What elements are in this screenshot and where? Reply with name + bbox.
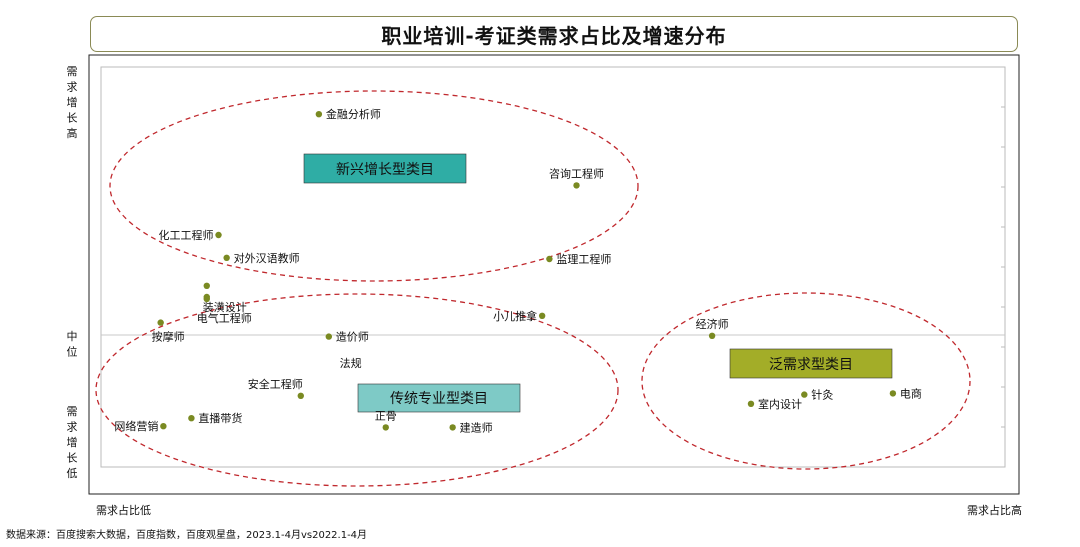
- data-point: [708, 332, 716, 339]
- point-label: 直播带货: [198, 411, 242, 425]
- data-point: [573, 182, 580, 189]
- data-point: [203, 295, 210, 303]
- group-ellipse-emerging: [109, 90, 639, 282]
- point-label: 对外汉语教师: [234, 251, 300, 265]
- point-label: 按摩师: [152, 330, 185, 344]
- data-point: [382, 424, 389, 431]
- data-point: [203, 282, 210, 289]
- group-label-emerging: 新兴增长型类目: [336, 162, 434, 178]
- data-point: [160, 423, 167, 430]
- x-axis-low-label: 需求占比低: [96, 503, 151, 517]
- source-note: 数据来源：百度搜索大数据，百度指数，百度观星盘，2023.1-4月vs2022.…: [6, 530, 368, 541]
- data-point: [223, 254, 230, 261]
- point-label: 咨询工程师: [549, 166, 604, 180]
- data-point: [315, 111, 323, 118]
- data-point: [546, 255, 553, 263]
- point-label: 小儿推拿: [493, 309, 537, 323]
- group-ellipse-traditional: [95, 293, 619, 487]
- chart-title: 职业培训-考证类需求占比及增速分布: [381, 23, 727, 48]
- group-box-general: [729, 348, 893, 379]
- point-label: 装潢设计: [203, 301, 247, 314]
- point-label: 建造师: [460, 420, 493, 434]
- group-box-traditional: [357, 383, 521, 413]
- y-axis-high-label: 需求增长高: [67, 65, 78, 140]
- data-point: [801, 391, 808, 398]
- group-box-emerging: [303, 153, 467, 184]
- point-label: 电商: [900, 386, 922, 400]
- point-label: 电气工程师: [197, 311, 252, 325]
- data-point: [889, 390, 897, 397]
- data-point: [449, 424, 456, 431]
- right-ticks: [1001, 106, 1005, 428]
- point-label: 造价师: [336, 330, 369, 344]
- data-point: [325, 333, 333, 340]
- annotation-label: 法规: [340, 356, 362, 370]
- data-point: [538, 312, 546, 319]
- point-label: 金融分析师: [326, 107, 381, 121]
- y-axis-mid-label: 中位: [67, 330, 78, 359]
- data-point: [297, 392, 304, 399]
- point-label: 针灸: [811, 388, 833, 402]
- x-axis-high-label: 需求占比高: [967, 503, 1022, 517]
- point-label: 监理工程师: [556, 253, 611, 266]
- group-label-traditional: 传统专业型类目: [390, 391, 488, 407]
- point-label: 正骨: [375, 409, 397, 422]
- point-label: 安全工程师: [248, 377, 303, 391]
- point-label: 化工工程师: [159, 228, 214, 242]
- data-point: [747, 400, 755, 407]
- data-point: [188, 415, 195, 422]
- group-ellipse-general: [641, 292, 971, 470]
- plot-outer-frame: [88, 54, 1020, 495]
- point-label: 室内设计: [758, 397, 802, 411]
- point-label: 经济师: [696, 317, 729, 331]
- data-point: [215, 231, 222, 239]
- point-label: 网络营销: [114, 419, 158, 433]
- group-label-general: 泛需求型类目: [769, 357, 853, 373]
- chart-title-box: 职业培训-考证类需求占比及增速分布: [90, 16, 1018, 52]
- data-point: [157, 319, 164, 326]
- y-axis-low-label: 需求增长低: [67, 405, 78, 480]
